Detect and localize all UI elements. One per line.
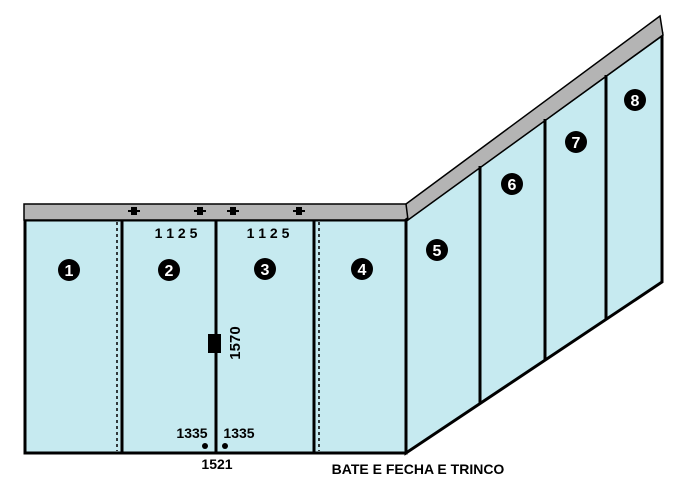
panel-number: 2 — [165, 263, 174, 280]
floor-lock-dot — [222, 443, 228, 449]
pivot-marker — [227, 207, 239, 215]
panel-badge-8: 8 — [624, 89, 646, 111]
panel-number: 8 — [631, 93, 640, 110]
panel-number: 5 — [433, 243, 442, 260]
pivot-marker — [293, 207, 305, 215]
angled-section — [404, 14, 664, 456]
bottom-dimension-left: 1335 — [176, 425, 207, 441]
height-dimension: 1570 — [227, 326, 244, 359]
front-section — [23, 203, 409, 455]
handle-lock — [208, 334, 221, 353]
bottom-dimension-right: 1335 — [223, 425, 254, 441]
front-top-rail — [23, 203, 409, 221]
panel-number: 7 — [572, 135, 581, 152]
panel-badge-2: 2 — [158, 259, 180, 281]
angled-top-rail — [405, 14, 664, 222]
panel-number: 4 — [358, 262, 367, 279]
caption: BATE E FECHA E TRINCO — [332, 461, 505, 477]
panel-badge-1: 1 — [58, 259, 80, 281]
panel-badge-5: 5 — [426, 239, 448, 261]
pivot-marker — [194, 207, 206, 215]
code-label-left: 1 1 2 5 — [155, 225, 198, 241]
panel-badge-3: 3 — [254, 258, 276, 280]
pivot-marker — [128, 207, 140, 215]
panel-badge-4: 4 — [351, 258, 373, 280]
panel-number: 6 — [508, 177, 517, 194]
panel-badge-7: 7 — [565, 131, 587, 153]
panel-badge-6: 6 — [501, 173, 523, 195]
floor-lock-dot — [202, 443, 208, 449]
panel-number: 3 — [261, 262, 270, 279]
bottom-dimension-center: 1521 — [201, 456, 232, 472]
code-label-right: 1 1 2 5 — [247, 225, 290, 241]
panel-number: 1 — [65, 263, 74, 280]
